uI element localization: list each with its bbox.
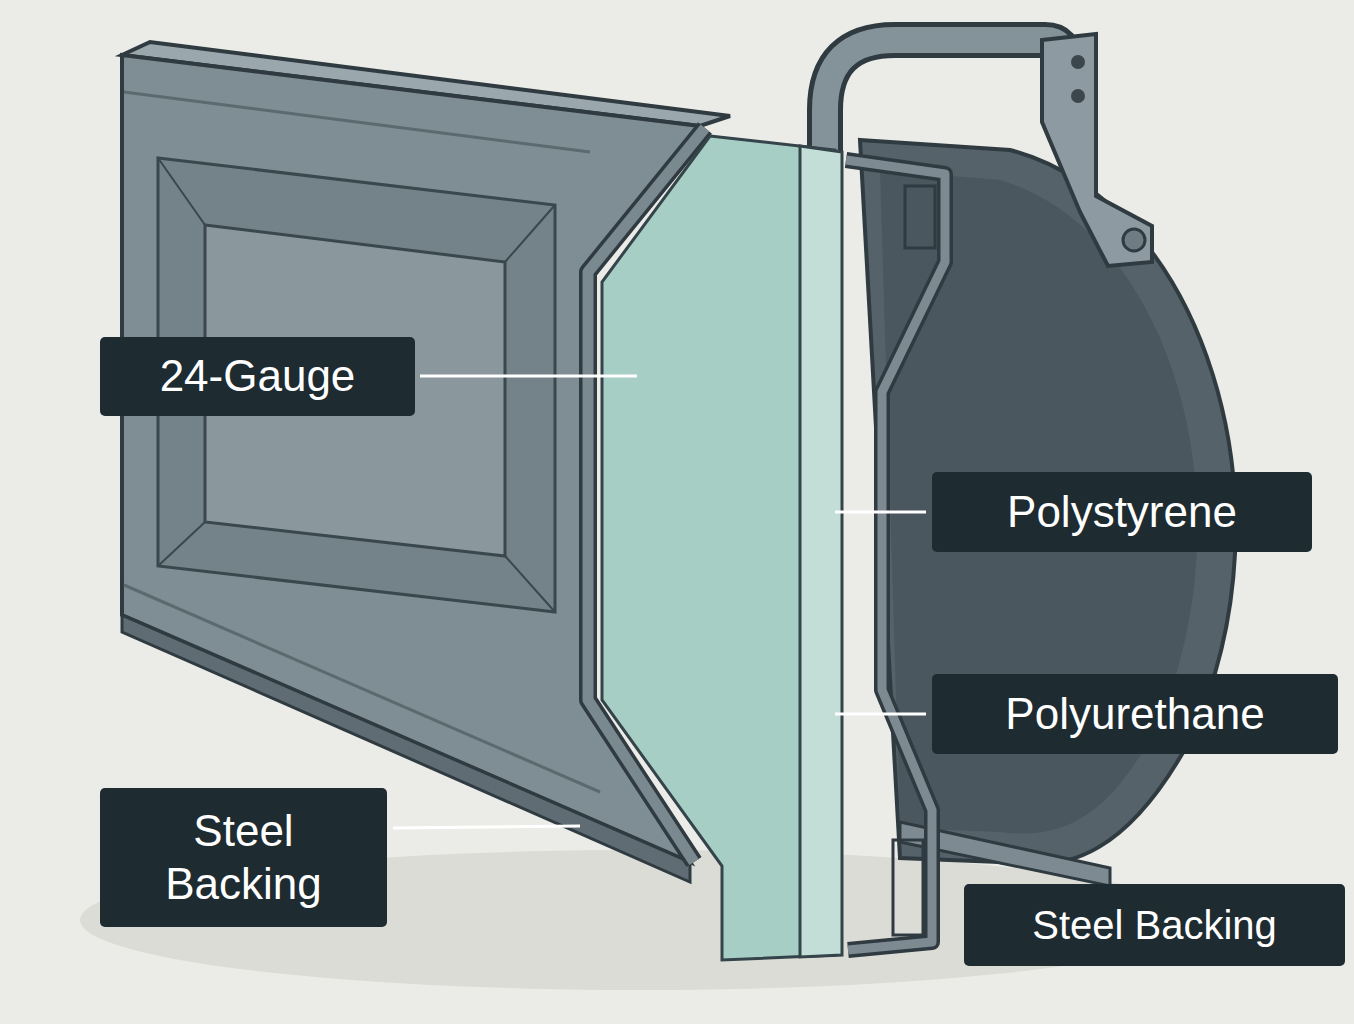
leader-line: [393, 826, 580, 828]
bolt-hole: [1071, 55, 1085, 69]
polyurethane-layer: [800, 146, 842, 957]
callout-label: Polyurethane: [932, 674, 1338, 754]
callout-text: Polystyrene: [1007, 486, 1237, 539]
panel-groove: [124, 92, 590, 152]
callout-label: Steel Backing: [964, 884, 1345, 966]
leader-line: [420, 375, 637, 378]
channel-web: [905, 186, 935, 248]
bolt: [1123, 229, 1145, 251]
callout-label: 24-Gauge: [100, 337, 415, 416]
channel-web: [893, 840, 923, 935]
leader-line: [835, 511, 926, 514]
steel-backing-outline: [846, 160, 945, 950]
steel-backing: [846, 160, 945, 950]
panel-groove: [124, 585, 600, 792]
bolt-hole: [1071, 89, 1085, 103]
callout-text: Polyurethane: [1005, 688, 1264, 741]
leader-line: [835, 713, 926, 716]
bevel-line: [505, 556, 555, 612]
bevel-line: [158, 158, 205, 225]
handle-outline: [825, 40, 1065, 160]
handle-bracket: [1042, 34, 1152, 266]
bevel-line: [505, 205, 555, 262]
callout-label: Polystyrene: [932, 472, 1312, 552]
bevel-line: [158, 522, 205, 566]
callout-text: Steel Backing: [1032, 901, 1277, 949]
handle: [825, 40, 1065, 160]
callout-label: Steel Backing: [100, 788, 387, 927]
callout-text: Steel Backing: [126, 805, 361, 911]
callout-text: 24-Gauge: [160, 350, 356, 403]
